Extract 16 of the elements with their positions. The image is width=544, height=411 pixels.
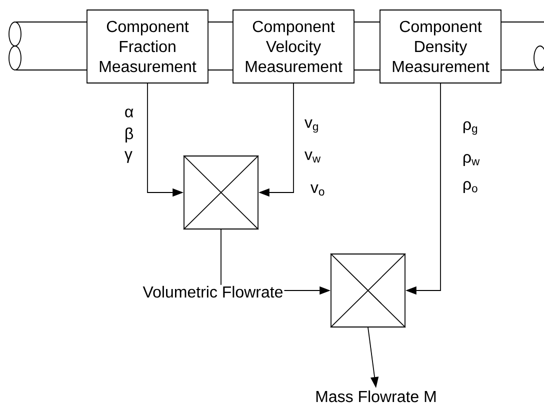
signal-label: v$_{w}$ [304, 151, 321, 163]
signal-label: α [125, 108, 134, 118]
signal-label: β [126, 128, 134, 142]
multiplier-box [183, 155, 259, 230]
multiplier-box [330, 253, 406, 328]
process-box: Component Fraction Measurement [86, 10, 208, 84]
signal-label: ρ$_{o}$ [463, 181, 478, 193]
signal-label: v$_{o}$ [310, 184, 324, 196]
process-box: Component Density Measurement [380, 10, 502, 84]
edge-label: Volumetric Flowrate [142, 284, 284, 299]
signal-label: v$_{g}$ [304, 119, 318, 133]
signal-label: ρ$_{w}$ [463, 154, 480, 166]
signal-label: ρ$_{g}$ [463, 121, 478, 135]
signal-label: γ [124, 151, 132, 163]
output-label: Mass Flowrate M [316, 390, 436, 402]
process-box: Component Velocity Measurement [232, 10, 354, 84]
